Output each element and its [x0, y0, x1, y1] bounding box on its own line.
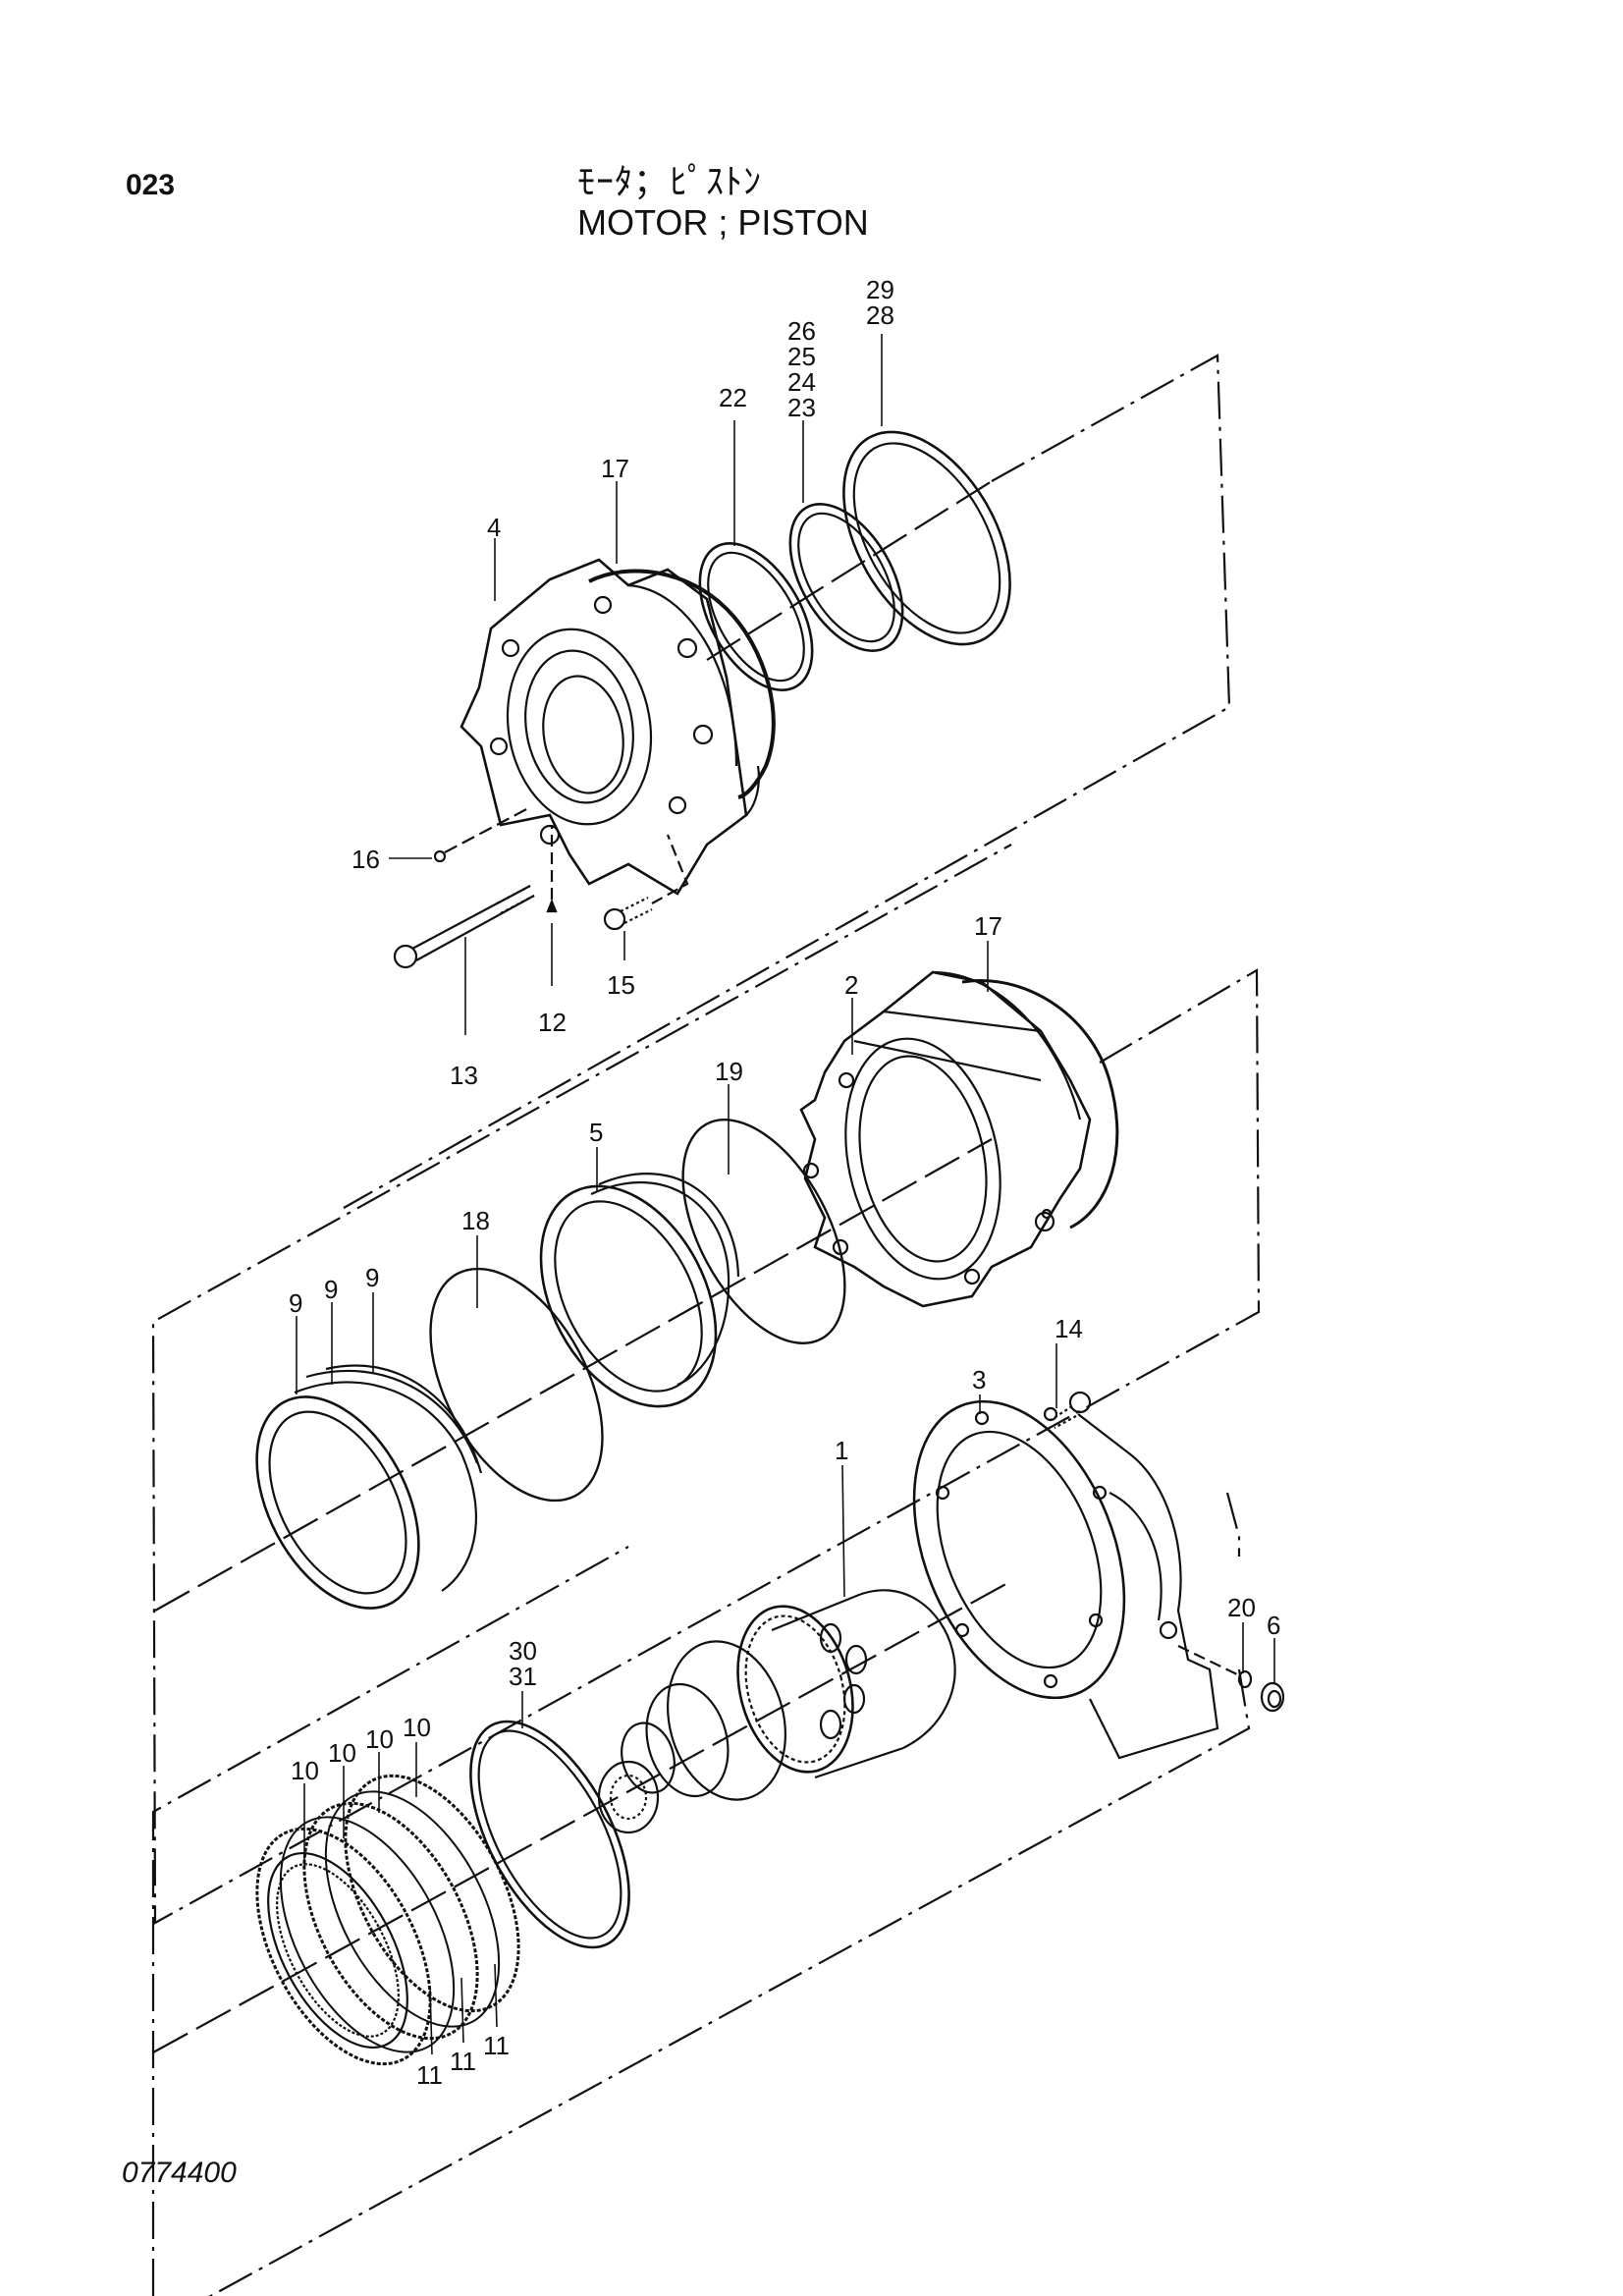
- part-17-o-ring-middle: [961, 979, 1119, 1230]
- callout-2: 2: [844, 970, 858, 1000]
- part-20-o-ring: [1177, 1645, 1253, 1689]
- part-23-26-ring: [788, 503, 904, 652]
- part-15-bolt: [603, 834, 689, 931]
- callout-6: 6: [1267, 1611, 1280, 1640]
- callout-14: 14: [1055, 1314, 1083, 1343]
- callout-11-b: 11: [450, 2047, 476, 2076]
- callout-23: 23: [787, 393, 816, 422]
- leader-lines: [296, 334, 1275, 2055]
- title-japanese: ﾓｰﾀ；ﾋﾟｽﾄﾝ: [577, 162, 763, 202]
- callout-5: 5: [589, 1118, 603, 1147]
- page-number: 023: [126, 169, 176, 201]
- callout-4: 4: [487, 513, 501, 542]
- callout-9-c: 9: [365, 1263, 379, 1292]
- part-9-rings: [255, 1364, 483, 1610]
- axis-top: [706, 480, 993, 661]
- callout-10-b: 10: [328, 1738, 356, 1768]
- callout-17-middle: 17: [974, 911, 1002, 941]
- part-5-piston: [539, 1173, 740, 1408]
- callout-9-a: 9: [289, 1288, 302, 1318]
- callout-12: 12: [538, 1008, 567, 1037]
- axis-bottom: [152, 1580, 1012, 2053]
- callout-25: 25: [787, 342, 816, 371]
- callout-22: 22: [719, 383, 747, 412]
- callout-30: 30: [509, 1636, 537, 1666]
- callout-1: 1: [835, 1436, 848, 1465]
- callout-18: 18: [461, 1206, 490, 1235]
- callout-10-d: 10: [403, 1713, 431, 1742]
- frame-top: [343, 354, 1231, 1209]
- callout-10-c: 10: [365, 1724, 394, 1754]
- part-1-rotary-group: [597, 1589, 956, 1834]
- part-17-o-ring-top: [588, 569, 776, 799]
- part-13-long-bolt: [393, 885, 535, 969]
- callout-31: 31: [509, 1662, 537, 1691]
- part-16-plug: [433, 806, 531, 863]
- frame-bottom: [151, 1492, 1251, 2296]
- part-28-29-ring: [842, 430, 1011, 646]
- callout-11-c: 11: [483, 2031, 510, 2060]
- title-english: MOTOR ; PISTON: [577, 202, 869, 243]
- frame-middle: [151, 844, 1261, 1925]
- part-3-casing: [912, 1399, 1219, 1760]
- callout-3: 3: [972, 1365, 986, 1394]
- part-2-housing: [799, 970, 1092, 1308]
- part-18-o-ring: [429, 1267, 604, 1503]
- part-22-ring: [698, 542, 814, 691]
- callout-26: 26: [787, 316, 816, 346]
- part-19-o-ring: [681, 1119, 846, 1344]
- axis-middle: [154, 1138, 993, 1612]
- callout-11-a: 11: [416, 2060, 443, 2090]
- callout-15: 15: [607, 970, 635, 1000]
- callout-13: 13: [450, 1061, 478, 1090]
- callout-9-b: 9: [324, 1275, 338, 1304]
- callout-16: 16: [352, 845, 380, 874]
- callout-28: 28: [866, 301, 894, 330]
- part-12-pin: [546, 825, 558, 913]
- part-14-bolt: [1050, 1391, 1092, 1429]
- callout-20: 20: [1227, 1593, 1256, 1622]
- callout-10-a: 10: [291, 1756, 319, 1785]
- callout-19: 19: [715, 1057, 743, 1086]
- drawing-number: 0774400: [122, 2157, 237, 2189]
- part-6-plug: [1260, 1681, 1285, 1713]
- callout-labels: 4 17 22 23 24 25 26 28 29 16 13 12 15 2 …: [289, 275, 1280, 2090]
- callout-29: 29: [866, 275, 894, 304]
- callout-17-top: 17: [601, 454, 629, 483]
- part-4-motor-head: [460, 558, 760, 896]
- callout-24: 24: [787, 367, 816, 397]
